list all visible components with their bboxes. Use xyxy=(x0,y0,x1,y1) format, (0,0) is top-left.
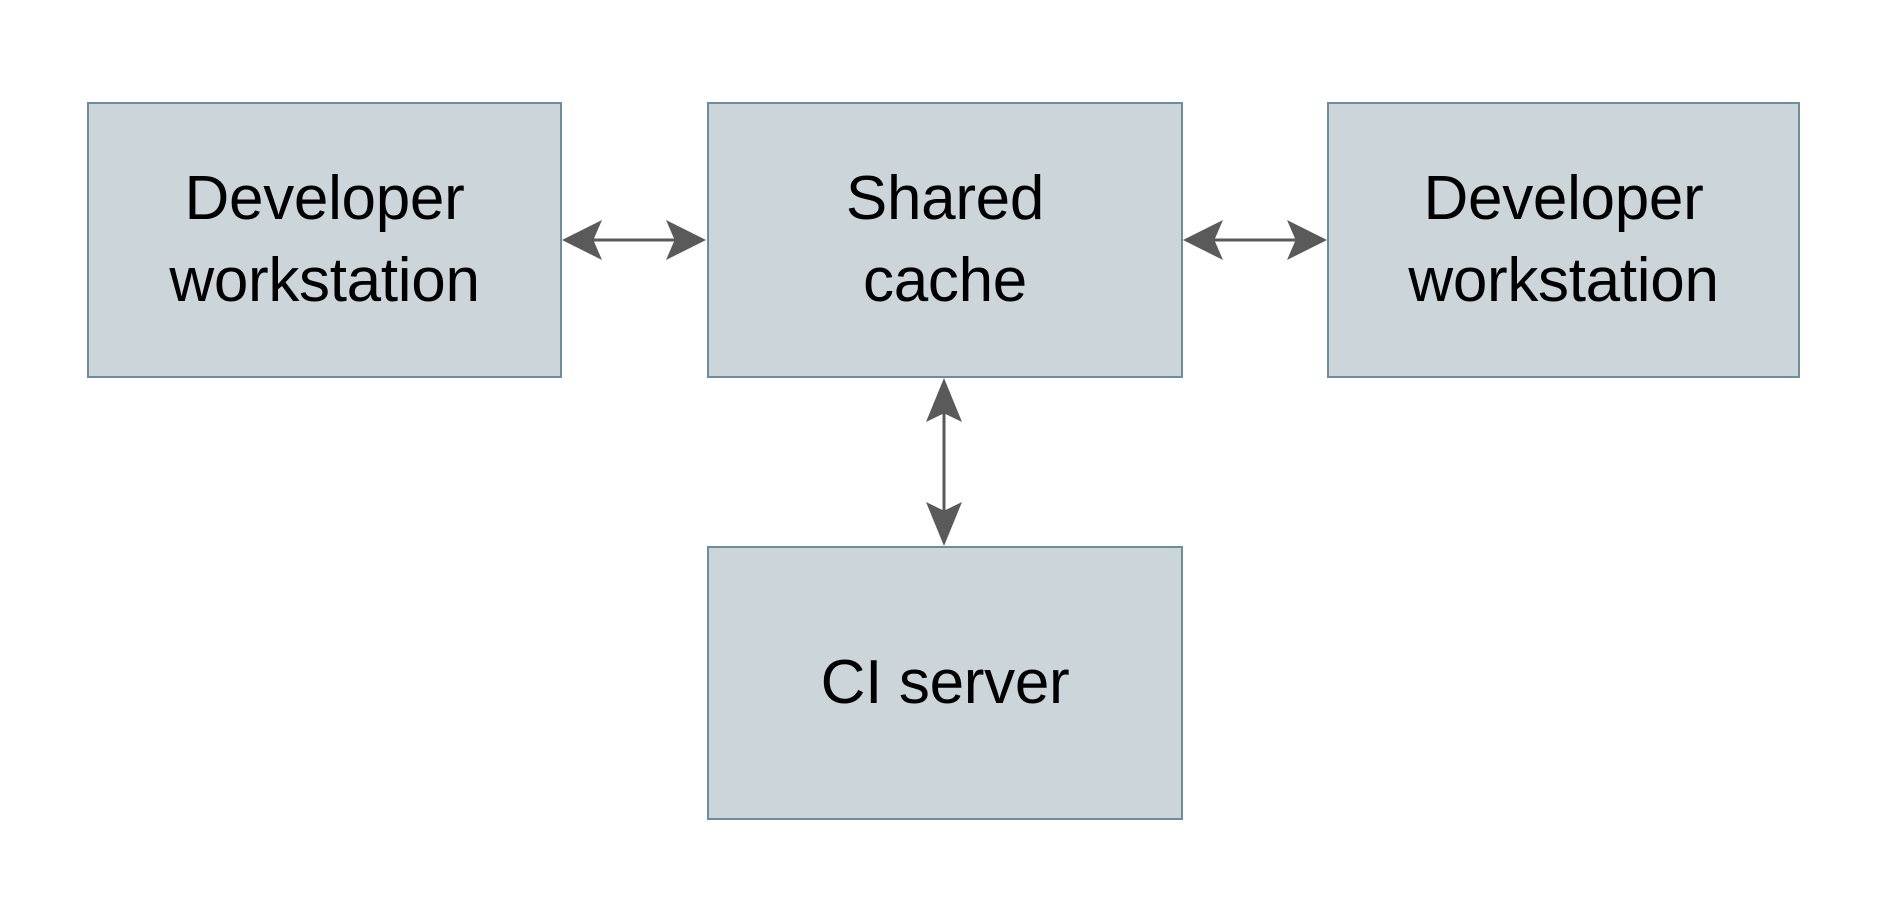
node-label: CI server xyxy=(820,648,1070,718)
node-ci-server[interactable]: CI server xyxy=(707,546,1183,820)
node-shared-cache[interactable]: Shared cache xyxy=(707,102,1183,378)
arrow-double-horizontal-icon xyxy=(562,220,706,260)
node-developer-workstation-right[interactable]: Developer workstation xyxy=(1327,102,1800,378)
arrow-double-horizontal-icon xyxy=(1183,220,1327,260)
edge-shared-cache-to-developer-right xyxy=(1183,220,1327,260)
arrow-double-vertical-icon xyxy=(926,378,962,546)
node-label: Developer workstation xyxy=(1408,164,1719,315)
node-label: Shared cache xyxy=(845,164,1045,315)
node-developer-workstation-left[interactable]: Developer workstation xyxy=(87,102,562,378)
node-label: Developer workstation xyxy=(169,164,480,315)
edge-shared-cache-to-ci-server xyxy=(926,378,962,546)
edge-developer-left-to-shared-cache xyxy=(562,220,706,260)
